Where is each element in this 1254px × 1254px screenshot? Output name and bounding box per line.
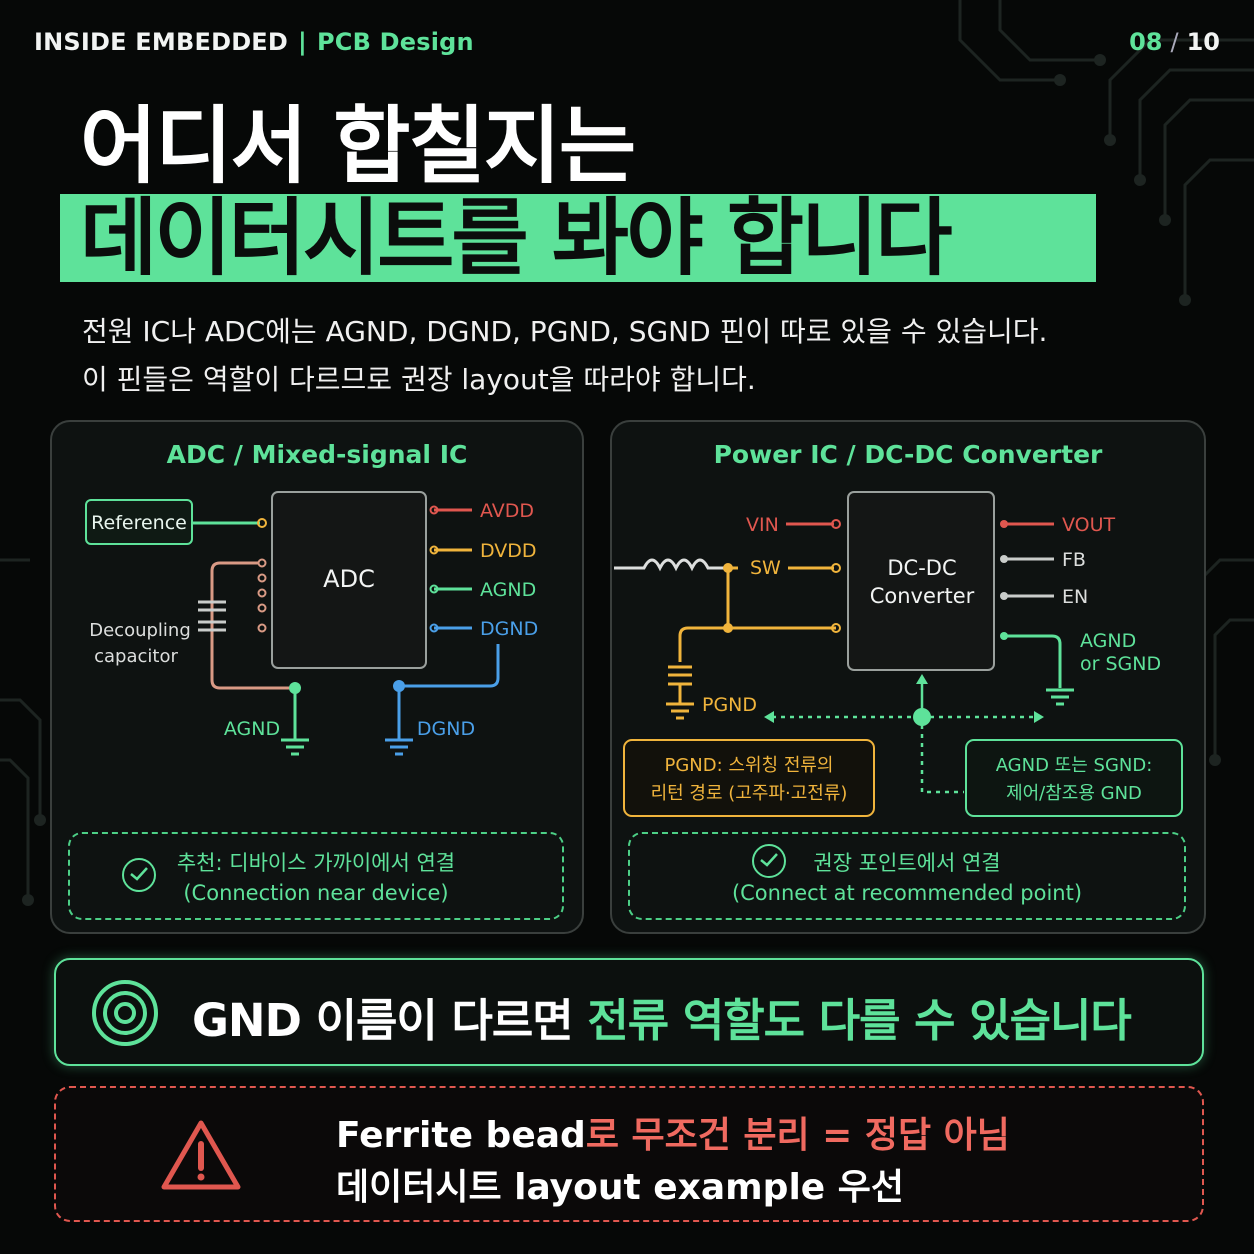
recommended-connection-point — [913, 708, 931, 726]
warning-box: Ferrite bead로 무조건 분리 = 정답 아님 데이터시트 layou… — [54, 1086, 1204, 1222]
pgnd-trace — [678, 626, 836, 662]
agnd-ground-symbol — [281, 738, 309, 756]
pgnd-info-box — [623, 739, 875, 817]
agnd-info-box — [965, 739, 1183, 817]
power-note-line-1: 권장 포인트에서 연결 — [813, 851, 1001, 875]
pgnd-node — [723, 623, 733, 633]
dgnd-ground-symbol — [385, 738, 413, 756]
brand-name: INSIDE EMBEDDED — [34, 28, 289, 56]
gnd-banner-green: 전류 역할도 다를 수 있습니다 — [587, 994, 1131, 1047]
warning-line-2: 데이터시트 layout example 우선 — [336, 1167, 904, 1208]
output-capacitor — [668, 665, 692, 686]
adc-panel: ADC / Mixed-signal IC Reference ADC Deco… — [50, 420, 584, 934]
pin-avdd: AVDD — [480, 500, 534, 522]
gnd-banner-text: GND 이름이 다르면 전류 역할도 다를 수 있습니다 — [192, 984, 1132, 1049]
adc-panel-title: ADC / Mixed-signal IC — [166, 440, 468, 469]
pin-agnd-2: or SGND — [1080, 653, 1161, 675]
gnd-agnd-label: AGND — [224, 718, 280, 740]
warning-ferrite: Ferrite bead — [336, 1115, 586, 1156]
dcdc-chip-label-1: DC-DC — [887, 556, 956, 580]
power-panel-title: Power IC / DC-DC Converter — [713, 440, 1103, 469]
pin-vin: VIN — [746, 514, 779, 536]
reference-label: Reference — [91, 512, 187, 534]
subtitle-line-2: 이 핀들은 역할이 다르므로 권장 layout을 따라야 합니다. — [82, 363, 756, 396]
pin-dvdd: DVDD — [480, 540, 537, 562]
header-brand: INSIDE EMBEDDED | PCB Design — [34, 28, 474, 56]
page-current: 08 — [1129, 28, 1163, 56]
adc-note-line-2: (Connection near device) — [183, 881, 449, 905]
pin-agnd: AGND — [480, 579, 536, 601]
decoupling-trace — [210, 561, 295, 690]
power-panel: Power IC / DC-DC Converter DC-DC Convert… — [610, 420, 1206, 934]
connection-dotted-down — [920, 725, 964, 794]
pgnd-box-line-1: PGND: 스위칭 전류의 — [665, 755, 834, 776]
page-separator: / — [1170, 28, 1179, 56]
dcdc-chip — [847, 491, 995, 671]
cap-label-2: capacitor — [94, 646, 178, 667]
agnd-junction — [289, 682, 301, 694]
adc-note-line-1: 추천: 디바이스 가까이에서 연결 — [176, 851, 456, 875]
pin-sw: SW — [750, 557, 781, 579]
pin-dgnd: DGND — [480, 618, 538, 640]
gnd-dgnd-label: DGND — [417, 718, 475, 740]
dcdc-diagram: DC-DC Converter VIN SW PGND VOUT FB EN — [614, 491, 1183, 817]
title-line-1: 어디서 합칠지는 — [80, 97, 636, 195]
title-highlight — [60, 194, 1096, 282]
warning-red-text: 로 무조건 분리 = 정답 아님 — [585, 1115, 1010, 1156]
agnd-sgnd-ground-symbol — [1046, 688, 1074, 706]
adc-diagram: Reference ADC Decoupling capacitor AGND — [85, 491, 538, 756]
agnd-box-line-1: AGND 또는 SGND: — [996, 755, 1153, 776]
adc-chip — [271, 491, 427, 669]
header-separator: | — [298, 28, 307, 56]
warning-icon — [161, 1120, 241, 1190]
page-indicator: 08/10 — [1129, 28, 1220, 56]
dgnd-junction — [393, 680, 405, 692]
pin-en: EN — [1062, 586, 1088, 608]
power-note-text: 권장 포인트에서 연결 (Connect at recommended poin… — [630, 848, 1184, 908]
gnd-banner: GND 이름이 다르면 전류 역할도 다를 수 있습니다 — [54, 958, 1204, 1066]
pin-fb: FB — [1062, 549, 1086, 571]
adc-recommendation-note: 추천: 디바이스 가까이에서 연결 (Connection near devic… — [68, 832, 564, 920]
title-line-2: 데이터시트를 봐야 합니다 — [80, 189, 953, 287]
gnd-banner-white: GND 이름이 다르면 — [192, 994, 588, 1047]
pin-agnd-1: AGND — [1080, 630, 1136, 652]
pin-vout: VOUT — [1062, 514, 1116, 536]
power-note-line-2: (Connect at recommended point) — [731, 881, 1083, 905]
warning-line-1: Ferrite bead로 무조건 분리 = 정답 아님 — [336, 1106, 1010, 1158]
adc-note-text: 추천: 디바이스 가까이에서 연결 (Connection near devic… — [70, 848, 562, 908]
adc-chip-label: ADC — [323, 565, 375, 593]
agnd-box-line-2: 제어/참조용 GND — [1006, 783, 1142, 804]
dcdc-chip-label-2: Converter — [870, 584, 975, 608]
subtitle-line-1: 전원 IC나 ADC에는 AGND, DGND, PGND, SGND 핀이 따… — [82, 315, 1048, 348]
pgnd-ground-symbol — [666, 702, 694, 720]
target-icon — [92, 980, 158, 1046]
decoupling-capacitor — [198, 600, 226, 632]
pgnd-box-line-2: 리턴 경로 (고주파·고전류) — [651, 783, 848, 804]
dgnd-net — [397, 644, 500, 740]
inductor-symbol — [614, 558, 728, 572]
page-total: 10 — [1186, 28, 1220, 56]
pgnd-label: PGND — [702, 694, 757, 716]
power-recommendation-note: 권장 포인트에서 연결 (Connect at recommended poin… — [628, 832, 1186, 920]
section-name: PCB Design — [317, 28, 474, 56]
check-icon — [122, 858, 156, 892]
check-icon — [752, 844, 786, 878]
cap-label-1: Decoupling — [89, 620, 191, 641]
subtitle: 전원 IC나 ADC에는 AGND, DGND, PGND, SGND 핀이 따… — [82, 308, 1047, 404]
agnd-sgnd-trace — [1004, 634, 1062, 688]
